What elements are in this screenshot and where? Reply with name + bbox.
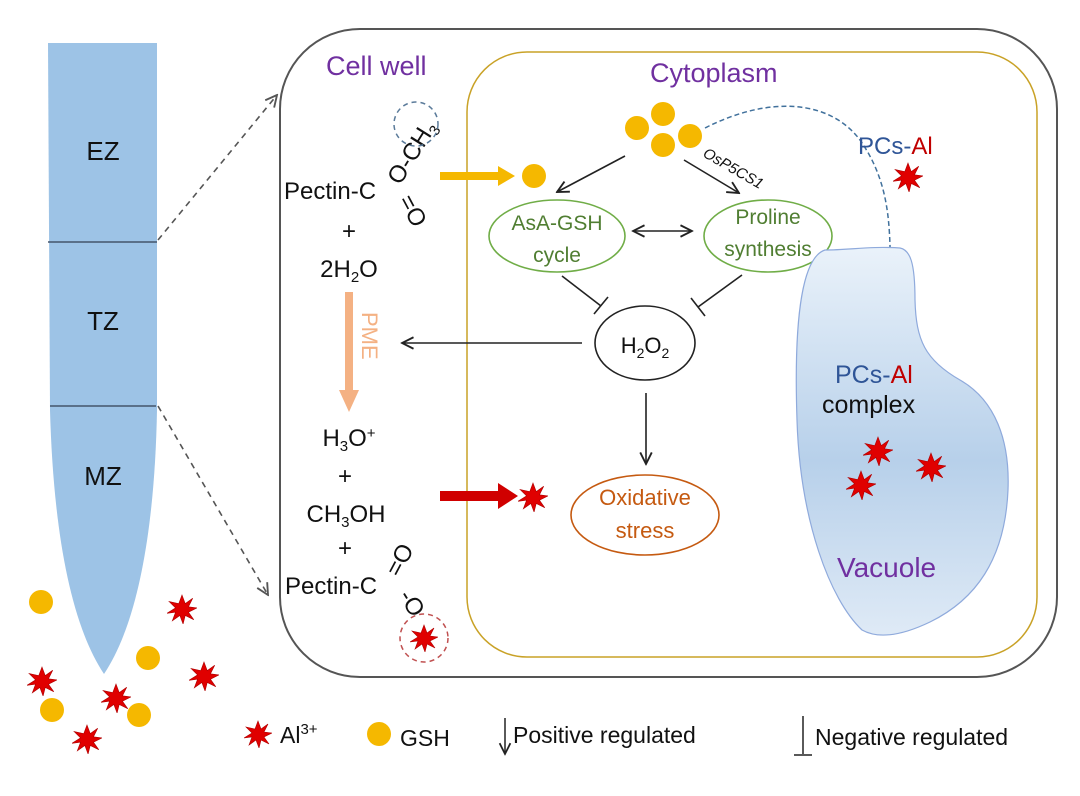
methanol-text: CH3OH	[306, 501, 385, 531]
methyl-highlight-circle	[393, 101, 439, 147]
oxidative-stress-label: Oxidative	[599, 485, 691, 510]
pcs-al-label: PCs-Al	[858, 133, 933, 160]
al-ion	[410, 624, 438, 652]
cytoplasm-label: Cytoplasm	[650, 58, 778, 88]
water-text: 2H2O	[320, 256, 378, 286]
asa-gsh-label: AsA-GSH	[511, 212, 602, 235]
gsh-molecule	[127, 703, 151, 727]
pme-arrow: PME	[339, 292, 382, 412]
pectin-text: Pectin-C	[284, 178, 376, 205]
proline-label: synthesis	[724, 238, 812, 261]
legend-gsh-icon	[367, 722, 391, 746]
pcs-transport-arrow	[704, 105, 890, 310]
proline-synthesis-node	[703, 199, 833, 273]
legend: Al3+ GSH Positive regulated Negative reg…	[244, 716, 1008, 756]
al-binding-highlight-circle	[399, 613, 449, 663]
pme-label: PME	[357, 312, 382, 360]
soil-particles	[27, 590, 219, 754]
zoom-line-top	[157, 95, 277, 241]
legend-negative-bar-icon	[794, 716, 812, 756]
vacuole	[795, 246, 1009, 636]
asa-gsh-cycle-node	[488, 199, 626, 273]
legend-al-icon	[244, 720, 272, 748]
o-ch3-text: O-CH3	[382, 116, 444, 191]
gsh-molecule	[29, 590, 53, 614]
complex-label: complex	[822, 391, 916, 419]
al-ion	[518, 482, 548, 512]
double-bond-o: =O	[393, 190, 432, 232]
asa-gsh-label: cycle	[533, 244, 581, 267]
h3o-text: H3O+	[322, 425, 375, 455]
gsh-release-arrow	[440, 164, 546, 188]
osp5cs1-gene-label: OsP5CS1	[700, 145, 766, 193]
arrow-gsh-to-proline	[683, 159, 739, 193]
h2o2-label: H2O2	[621, 333, 670, 361]
inhibition-asa-to-h2o2	[561, 275, 609, 315]
legend-al-label: Al3+	[280, 721, 318, 748]
oxidative-stress-node	[570, 474, 720, 556]
al-ion	[101, 683, 131, 713]
single-bond-o: -O	[393, 585, 430, 622]
gsh-cluster	[625, 102, 702, 157]
double-bond-o: =O	[380, 539, 419, 581]
plus-sign: +	[342, 218, 356, 245]
oxidative-stress-label: stress	[616, 518, 675, 543]
arrow-gsh-to-asa	[557, 155, 626, 192]
plus-sign: +	[338, 535, 352, 562]
gsh-molecule	[522, 164, 546, 188]
h2o2-node	[594, 305, 696, 381]
al-release-arrow	[440, 482, 548, 512]
al-ion	[189, 661, 219, 691]
al-ion	[167, 594, 197, 624]
cell-wall-label: Cell well	[326, 51, 427, 81]
vacuole-pcs-al-label: PCs-Al	[835, 361, 913, 389]
gsh-molecule	[40, 698, 64, 722]
pectin-text: Pectin-C	[285, 573, 377, 600]
zoom-line-bottom	[157, 405, 268, 595]
plus-sign: +	[338, 463, 352, 490]
demethylation-products: H3O+ + CH3OH + Pectin-C =O -O	[285, 425, 449, 663]
legend-positive-label: Positive regulated	[513, 722, 696, 748]
gsh-molecule	[136, 646, 160, 670]
zone-label-mz: MZ	[84, 461, 122, 491]
cytoplasm-boundary	[466, 51, 1038, 658]
proline-label: Proline	[735, 206, 800, 229]
legend-negative-label: Negative regulated	[815, 724, 1008, 750]
zone-label-tz: TZ	[87, 306, 119, 336]
al-ion	[72, 724, 102, 754]
legend-gsh-label: GSH	[400, 725, 450, 751]
al-ion	[27, 666, 57, 696]
al-ion	[893, 162, 923, 192]
zone-label-ez: EZ	[86, 136, 119, 166]
vacuole-label: Vacuole	[837, 552, 936, 583]
inhibition-proline-to-h2o2	[690, 274, 743, 317]
root-tip: EZ TZ MZ	[48, 43, 157, 674]
cell-wall-boundary	[279, 28, 1058, 678]
pectin-methyl-ester: Pectin-C O-CH3 =O + 2H2O	[284, 101, 445, 286]
